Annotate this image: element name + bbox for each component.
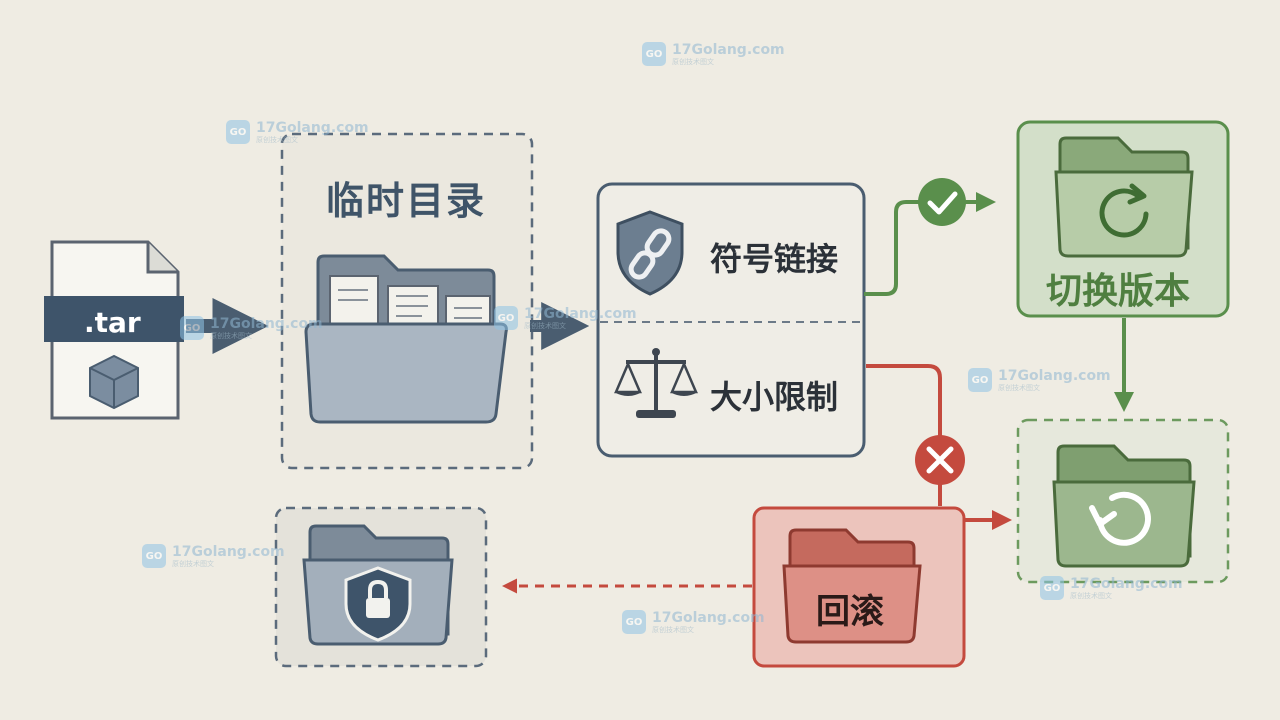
balance-scale-icon (614, 348, 698, 418)
symlink-label: 符号链接 (710, 240, 839, 278)
watermark-logo-icon: GO (1040, 576, 1064, 600)
watermark-logo-icon: GO (494, 306, 518, 330)
temp-dir-label: 临时目录 (326, 179, 487, 223)
watermark-logo-icon: GO (968, 368, 992, 392)
watermark-logo-icon: GO (642, 42, 666, 66)
rollback-label: 回滚 (816, 592, 884, 632)
tar-file-icon (44, 240, 184, 420)
success-path (864, 192, 996, 296)
folder-rollback-icon (782, 528, 922, 644)
box-icon (89, 354, 139, 410)
tar-label: .tar (84, 306, 141, 339)
cross-icon (915, 435, 965, 485)
failure-path (866, 364, 942, 506)
watermark-logo-icon: GO (226, 120, 250, 144)
folder-documents-icon (304, 254, 508, 424)
check-icon (918, 178, 966, 226)
watermark-logo-icon: GO (622, 610, 646, 634)
switch-version-label: 切换版本 (1046, 271, 1191, 312)
folder-restore-icon (1052, 444, 1196, 568)
folder-lock-icon (302, 524, 454, 646)
watermark-logo-icon: GO (180, 316, 204, 340)
shield-link-icon (616, 210, 684, 296)
size-limit-label: 大小限制 (710, 378, 839, 416)
folder-refresh-icon (1054, 136, 1194, 258)
watermark-logo-icon: GO (142, 544, 166, 568)
